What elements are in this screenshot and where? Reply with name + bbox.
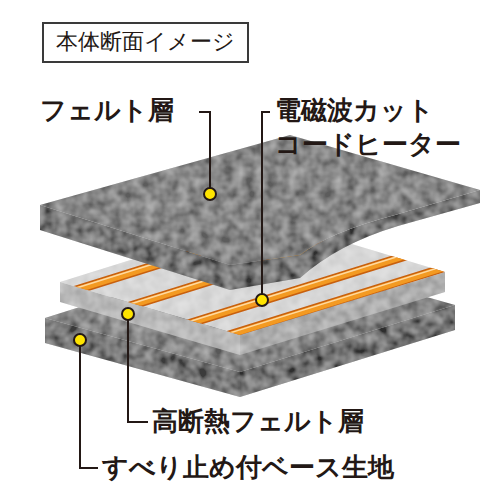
heater-cord-highlight (224, 254, 483, 335)
heater-cord (225, 256, 484, 337)
title-box: 本体断面イメージ (42, 22, 249, 63)
heater-cord (225, 256, 484, 337)
part-label: 高断熱フェルト層 (152, 405, 364, 439)
part-label: 電磁波カット コードヒーター (275, 94, 475, 162)
part-label: すべり止め付ベース生地 (102, 451, 394, 485)
part-label: フェルト層 (40, 94, 174, 128)
title: 本体断面イメージ (56, 28, 235, 57)
callout-dots (74, 188, 268, 346)
